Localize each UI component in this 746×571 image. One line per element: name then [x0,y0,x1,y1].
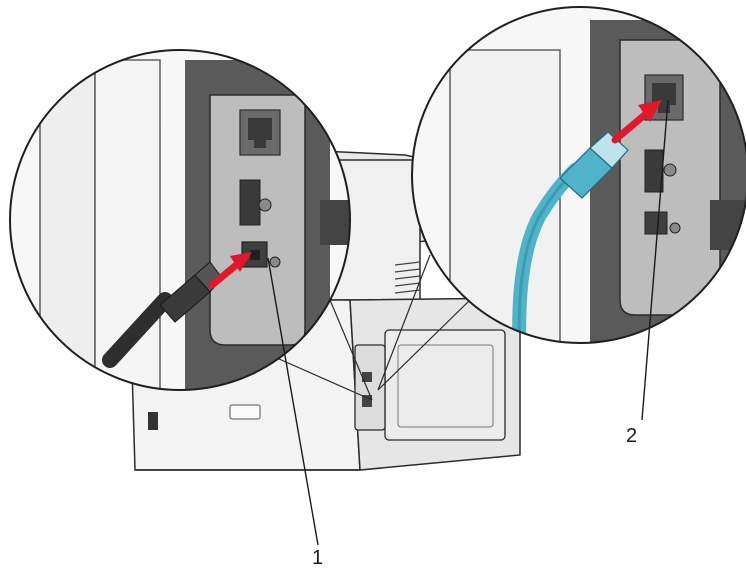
network-cable [512,131,629,343]
insert-arrow-ethernet [611,100,662,144]
ethernet-port-target [644,74,684,121]
callout-label-1: 1 [312,547,323,569]
zoom-leader-lines [269,254,471,401]
callout-label-2: 2 [626,425,637,447]
zoom-circle-ethernet [411,6,746,344]
zoom-circle-usb [9,49,351,391]
callout-1: 1 [267,257,323,569]
ethernet-port-icon [239,109,281,156]
insert-arrow-usb [208,252,252,289]
callout-2: 2 [626,99,669,447]
